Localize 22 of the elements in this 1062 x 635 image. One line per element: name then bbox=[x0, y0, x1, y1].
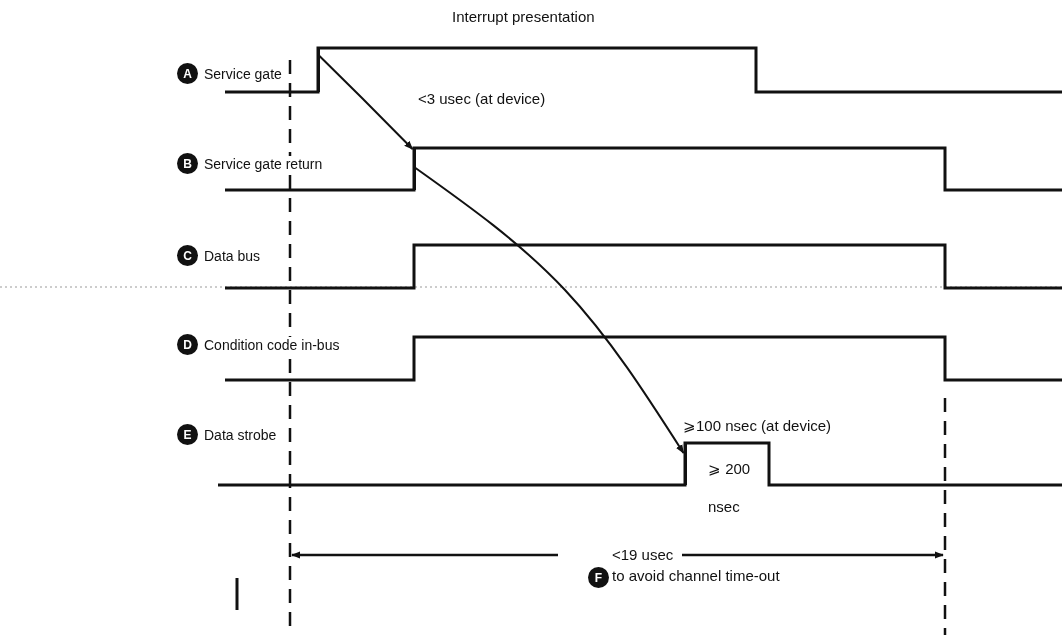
letter-badge: F bbox=[588, 567, 609, 588]
signal-name: Data strobe bbox=[204, 426, 279, 443]
letter-badge: C bbox=[177, 245, 198, 266]
rising-edge bbox=[412, 148, 416, 190]
diagram-title: Interrupt presentation bbox=[452, 8, 595, 25]
timing-note: ⩾ 200 nsec bbox=[708, 459, 752, 517]
letter-badge: A bbox=[177, 63, 198, 84]
timing-note: ⩾100 nsec (at device) bbox=[683, 417, 832, 435]
signal-name: Service gate return bbox=[204, 155, 325, 172]
signal-name: Data bus bbox=[204, 247, 263, 264]
signal-name: Service gate bbox=[204, 65, 284, 82]
arrow bbox=[414, 167, 685, 454]
timing-note: <3 usec (at device) bbox=[418, 90, 546, 107]
letter-badge: B bbox=[177, 153, 198, 174]
rising-edge bbox=[683, 443, 687, 485]
signal-name: Condition code in-bus bbox=[204, 336, 342, 353]
timing-note: <19 usec bbox=[612, 546, 674, 563]
rising-edge bbox=[316, 48, 320, 92]
letter-badge: D bbox=[177, 334, 198, 355]
timing-note: to avoid channel time-out bbox=[612, 567, 780, 584]
letter-badge: E bbox=[177, 424, 198, 445]
arrow bbox=[318, 55, 414, 150]
